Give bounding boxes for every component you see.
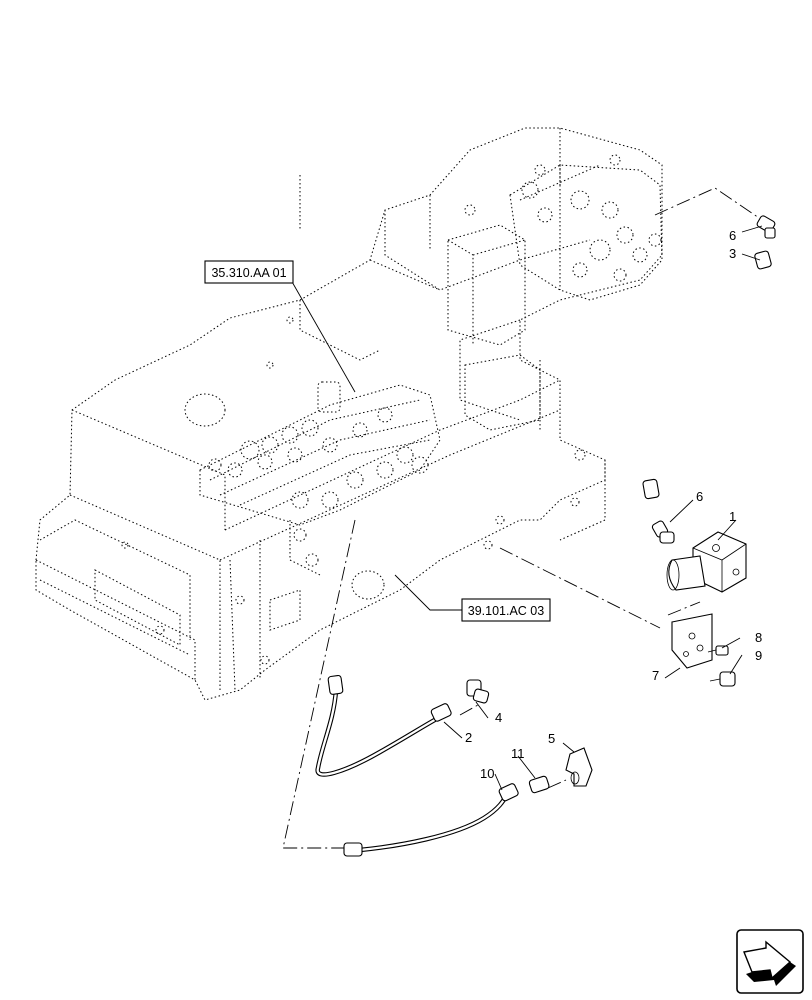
elbow-fitting-6-top [756,215,776,239]
callout-4: 4 [495,710,502,725]
hose-2 [315,674,452,777]
machine-frame [35,127,663,701]
routing-centerlines [282,187,766,849]
callout-6-top: 6 [729,228,736,243]
reference-box-control-valve[interactable]: 35.310.AA 01 [204,260,294,284]
callout-3: 3 [729,246,736,261]
callout-1: 1 [729,509,736,524]
callout-7: 7 [652,668,659,683]
hose-10 [343,783,519,857]
next-page-arrow-icon[interactable] [736,929,804,994]
callout-10: 10 [480,766,494,781]
adapter-11 [528,775,550,794]
reference-box-frame[interactable]: 39.101.AC 03 [461,598,551,622]
bolt-9 [709,671,736,687]
callout-numbers: 1 2 3 4 5 6 6 7 8 9 10 11 [465,228,762,781]
bracket-7 [671,613,713,669]
valve-1 [666,531,747,593]
leader-lines [290,225,763,791]
callout-11: 11 [511,746,525,761]
hose-3 [634,250,772,500]
elbow-5 [565,747,593,787]
hydraulic-pump [509,154,663,301]
control-valve-bank [199,381,441,576]
callout-5: 5 [548,731,555,746]
adapter-4 [466,679,490,704]
callout-6-mid: 6 [696,489,703,504]
callout-8: 8 [755,630,762,645]
bolt-8 [707,645,729,656]
reference-label-frame: 39.101.AC 03 [468,604,544,618]
callout-2: 2 [465,730,472,745]
callout-9: 9 [755,648,762,663]
reference-label-control-valve: 35.310.AA 01 [211,266,286,280]
elbow-fitting-6-mid [651,520,675,544]
